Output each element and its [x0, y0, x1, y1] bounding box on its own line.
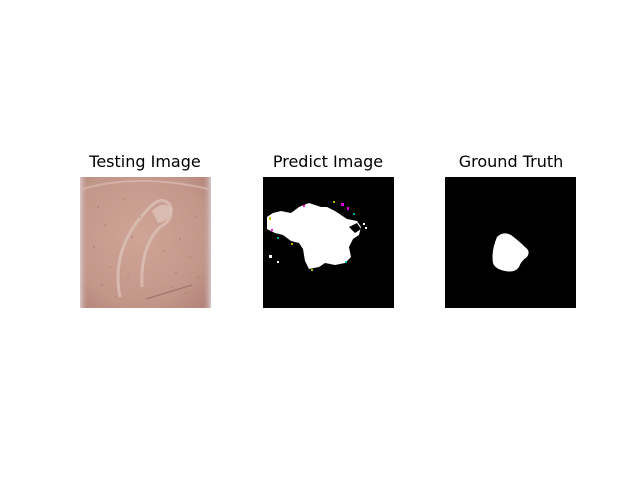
ground-truth-title: Ground Truth: [458, 152, 564, 171]
ground-truth-image: [445, 177, 576, 308]
predict-image-title: Predict Image: [272, 152, 384, 171]
testing-image-title: Testing Image: [89, 152, 201, 171]
testing-image: [80, 177, 211, 308]
predict-image: [263, 177, 394, 308]
